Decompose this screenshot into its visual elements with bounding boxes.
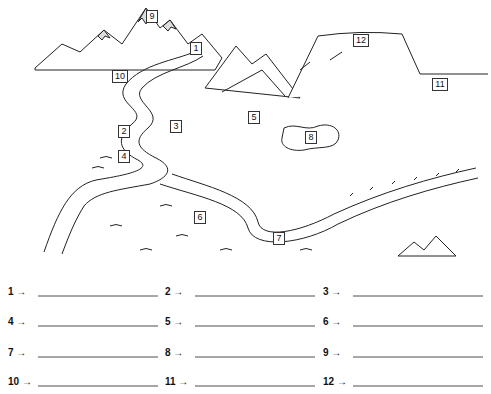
hill	[205, 46, 300, 98]
plain-waves	[92, 157, 312, 251]
callout-number: 5	[248, 111, 259, 124]
answer-label: 4 →	[8, 316, 26, 328]
river	[44, 52, 478, 254]
callout-number: 4	[118, 150, 129, 163]
callout-number: 2	[118, 125, 129, 138]
small-hills	[398, 236, 456, 256]
answer-label: 5 →	[165, 316, 183, 328]
callout-number: 7	[273, 232, 284, 245]
callout-number: 1	[190, 42, 201, 55]
plateau	[288, 32, 488, 98]
callout-number: 11	[432, 78, 447, 91]
answer-label: 2 →	[165, 286, 183, 298]
river-bank	[172, 168, 476, 232]
answer-label: 9 →	[323, 347, 341, 359]
snow-caps	[98, 8, 176, 40]
river-bank	[44, 52, 194, 252]
answer-label: 11 →	[165, 376, 188, 388]
callout-number: 9	[146, 10, 157, 23]
plateau-slope	[300, 52, 342, 70]
callout-number: 3	[170, 120, 181, 133]
callout-number: 10	[112, 70, 128, 83]
callout-number: 6	[194, 211, 205, 224]
river-bank	[62, 56, 203, 254]
answer-label: 12 →	[323, 376, 347, 388]
answer-label: 7 →	[8, 347, 26, 359]
answer-label: 8 →	[165, 347, 183, 359]
answer-label: 6 →	[323, 316, 341, 328]
mountains	[35, 8, 488, 98]
answer-label: 1 →	[8, 286, 26, 298]
answer-label: 3 →	[323, 286, 341, 298]
lake	[282, 125, 339, 150]
river-ripples	[350, 169, 459, 196]
river-bank	[160, 178, 478, 242]
answer-lines	[38, 296, 483, 386]
hill-ridge	[222, 70, 285, 96]
answer-label: 10 →	[8, 376, 32, 388]
callout-number: 12	[353, 34, 369, 47]
callout-number: 8	[305, 131, 316, 144]
